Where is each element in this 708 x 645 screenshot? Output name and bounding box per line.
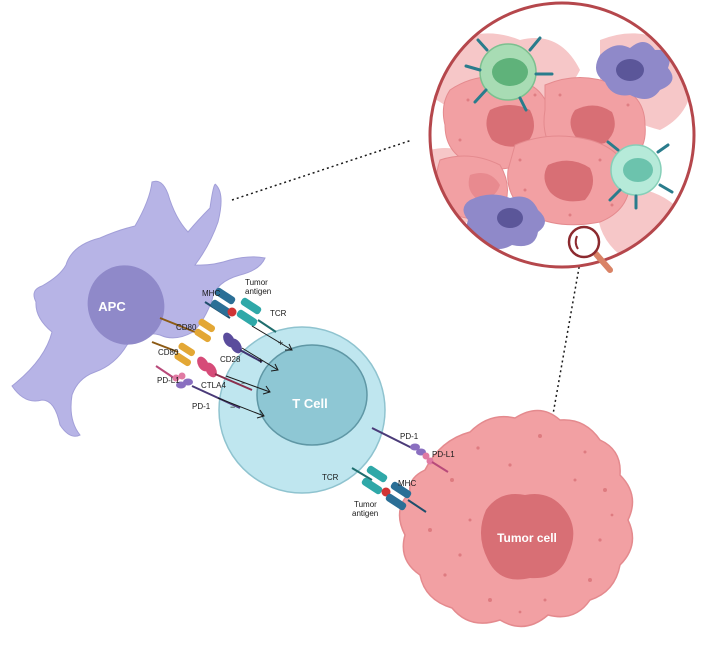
- apc-cell: APC: [11, 180, 266, 437]
- antigen-peptide-tumor: [381, 487, 391, 497]
- label-ctla4: CTLA4: [201, 381, 226, 390]
- label-tcr-apc: TCR: [270, 309, 287, 318]
- mhc-apc: [204, 287, 237, 319]
- label-pd1-apc: PD-1: [192, 402, 211, 411]
- apc-label: APC: [98, 299, 126, 314]
- signal-cd28-sign: +: [258, 356, 263, 366]
- signal-tcr-sign: +: [278, 338, 283, 348]
- t-cell: T Cell: [218, 326, 386, 494]
- inset-apc-cell-1: [596, 41, 673, 99]
- label-antigen-apc-2: antigen: [245, 287, 271, 296]
- tumor-granules: [428, 434, 614, 614]
- label-tcr-tumor: TCR: [322, 473, 339, 482]
- tumor-microenvironment-inset: [428, 1, 696, 269]
- label-cd80-top: CD80: [176, 323, 197, 332]
- label-mhc-tumor: MHC: [398, 479, 416, 488]
- ctla4: [197, 356, 253, 391]
- label-pdl1-tumor: PD-L1: [432, 450, 455, 459]
- label-antigen-apc-1: Tumor: [245, 278, 268, 287]
- zoom-line-apc: [231, 139, 413, 201]
- tcr-mhc-tumor: [351, 465, 427, 513]
- label-cd28: CD28: [220, 355, 241, 364]
- tcr-apc-side: [236, 297, 277, 333]
- label-pd1-tumor: PD-1: [400, 432, 419, 441]
- signal-ctla4-sign: −: [241, 378, 246, 388]
- signal-pd1-sign: −: [230, 402, 235, 412]
- apc-nucleus: [87, 265, 165, 345]
- tumor-cell-label: Tumor cell: [497, 531, 557, 545]
- label-pdl1-apc: PD-L1: [157, 376, 180, 385]
- signal-arrows: [217, 325, 293, 419]
- pd1-pdl1-tumor: [371, 427, 449, 473]
- label-antigen-tumor-1: Tumor: [354, 500, 377, 509]
- label-cd80-bottom: CD80: [158, 348, 179, 357]
- t-cell-label: T Cell: [292, 396, 327, 411]
- label-mhc-apc: MHC: [202, 289, 220, 298]
- magnifier-icon: [567, 225, 613, 273]
- cd80-top: [159, 317, 216, 343]
- zoom-line-tumor: [551, 261, 581, 421]
- inset-t-cell-1: [464, 36, 554, 112]
- label-antigen-tumor-2: antigen: [352, 509, 378, 518]
- antigen-peptide-apc: [227, 307, 237, 317]
- pdl1-apc: [155, 365, 186, 382]
- cd80-bottom: [151, 341, 196, 367]
- inset-apc-cell-2: [463, 194, 545, 249]
- tumor-cell: Tumor cell: [398, 409, 634, 628]
- pd1-apc-side: [176, 378, 241, 409]
- tumor-nucleus: [480, 494, 574, 580]
- t-cell-nucleus: [256, 344, 368, 446]
- inset-t-cell-2: [606, 140, 674, 210]
- cd28: [223, 332, 263, 363]
